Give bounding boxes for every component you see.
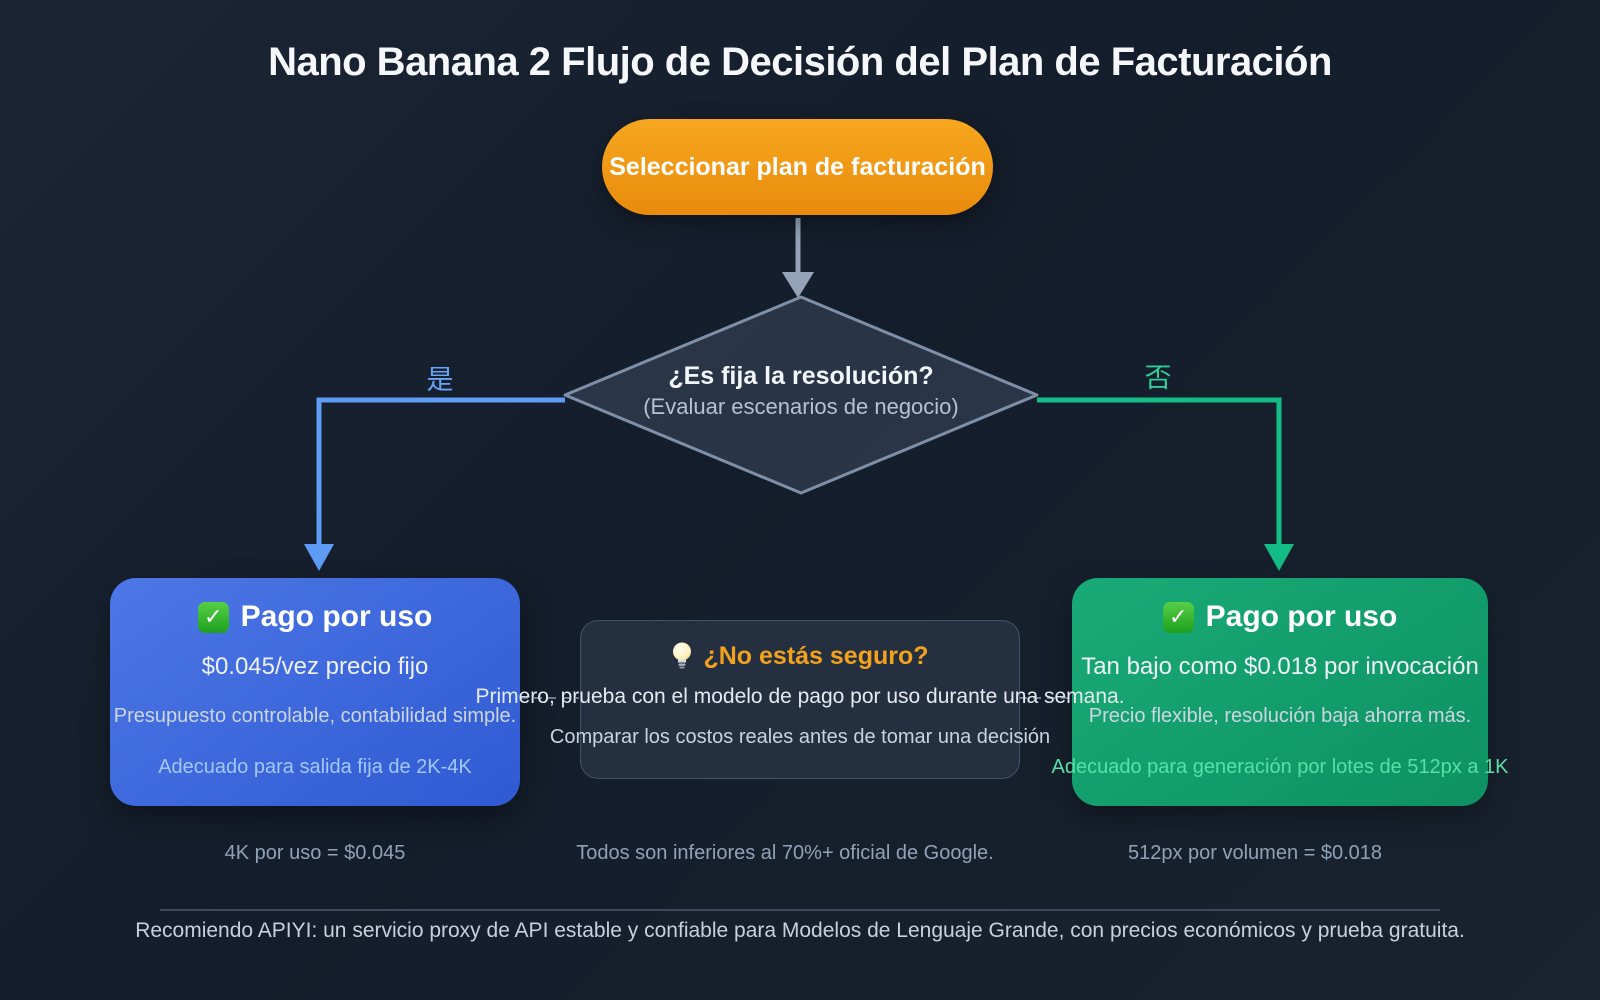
plan-card-title-row: ✓ Pago por uso [197,599,433,635]
start-node-label: Seleccionar plan de facturación [609,152,986,181]
hint-card: ¿No estás seguro? Primero, prueba con el… [475,620,1125,779]
arrowhead-yes-icon [304,544,334,571]
hint-card-line1: Primero, prueba con el modelo de pago po… [475,685,1125,708]
branch-label-yes: 是 [426,365,454,395]
stat-volume-price: 512px por volumen = $0.018 [1127,842,1383,864]
plan-card-price: $0.045/vez precio fijo [201,653,429,680]
decision-subtitle: (Evaluar escenarios de negocio) [643,394,959,419]
plan-card-title: Pago por uso [1205,600,1398,633]
decision-node-text: ¿Es fija la resolución? (Evaluar escenar… [551,361,1051,422]
hint-card-line2: Comparar los costos reales antes de toma… [549,726,1051,748]
start-node: Seleccionar plan de facturación [602,119,993,215]
branch-line-yes [316,397,565,546]
plan-card-description: Precio flexible, resolución baja ahorra … [1088,705,1472,727]
branch-line-no [1037,397,1282,546]
arrowhead-no-icon [1264,544,1294,571]
branch-label-no: 否 [1144,363,1172,393]
lightbulb-icon [673,642,692,669]
plan-card-title-row: ✓ Pago por uso [1162,599,1398,635]
stat-comparison: Todos son inferiores al 70%+ oficial de … [576,842,994,864]
check-icon: ✓ [197,601,229,633]
footer-note: Recomiendo APIYI: un servicio proxy de A… [135,919,1465,942]
check-icon: ✓ [1162,601,1194,633]
plan-card-description: Presupuesto controlable, contabilidad si… [113,705,517,727]
plan-card-per-call: ✓ Pago por uso Tan bajo como $0.018 por … [1052,578,1509,806]
stat-fixed-price: 4K por uso = $0.045 [224,842,406,864]
plan-card-title: Pago por uso [240,600,433,633]
plan-card-fixed-price: ✓ Pago por uso $0.045/vez precio fijo Pr… [110,578,520,806]
plan-card-note: Adecuado para salida fija de 2K-4K [158,756,472,778]
plan-card-note: Adecuado para generación por lotes de 51… [1051,756,1509,778]
hint-card-title: ¿No estás seguro? [703,642,929,670]
arrowhead-start-to-decision-icon [782,272,814,298]
plan-card-price: Tan bajo como $0.018 por invocación [1081,653,1479,680]
decision-question: ¿Es fija la resolución? [668,362,934,390]
decision-diamond [563,295,1039,495]
page-title: Nano Banana 2 Flujo de Decisión del Plan… [268,40,1332,84]
hint-card-title-row: ¿No estás seguro? [671,640,929,672]
